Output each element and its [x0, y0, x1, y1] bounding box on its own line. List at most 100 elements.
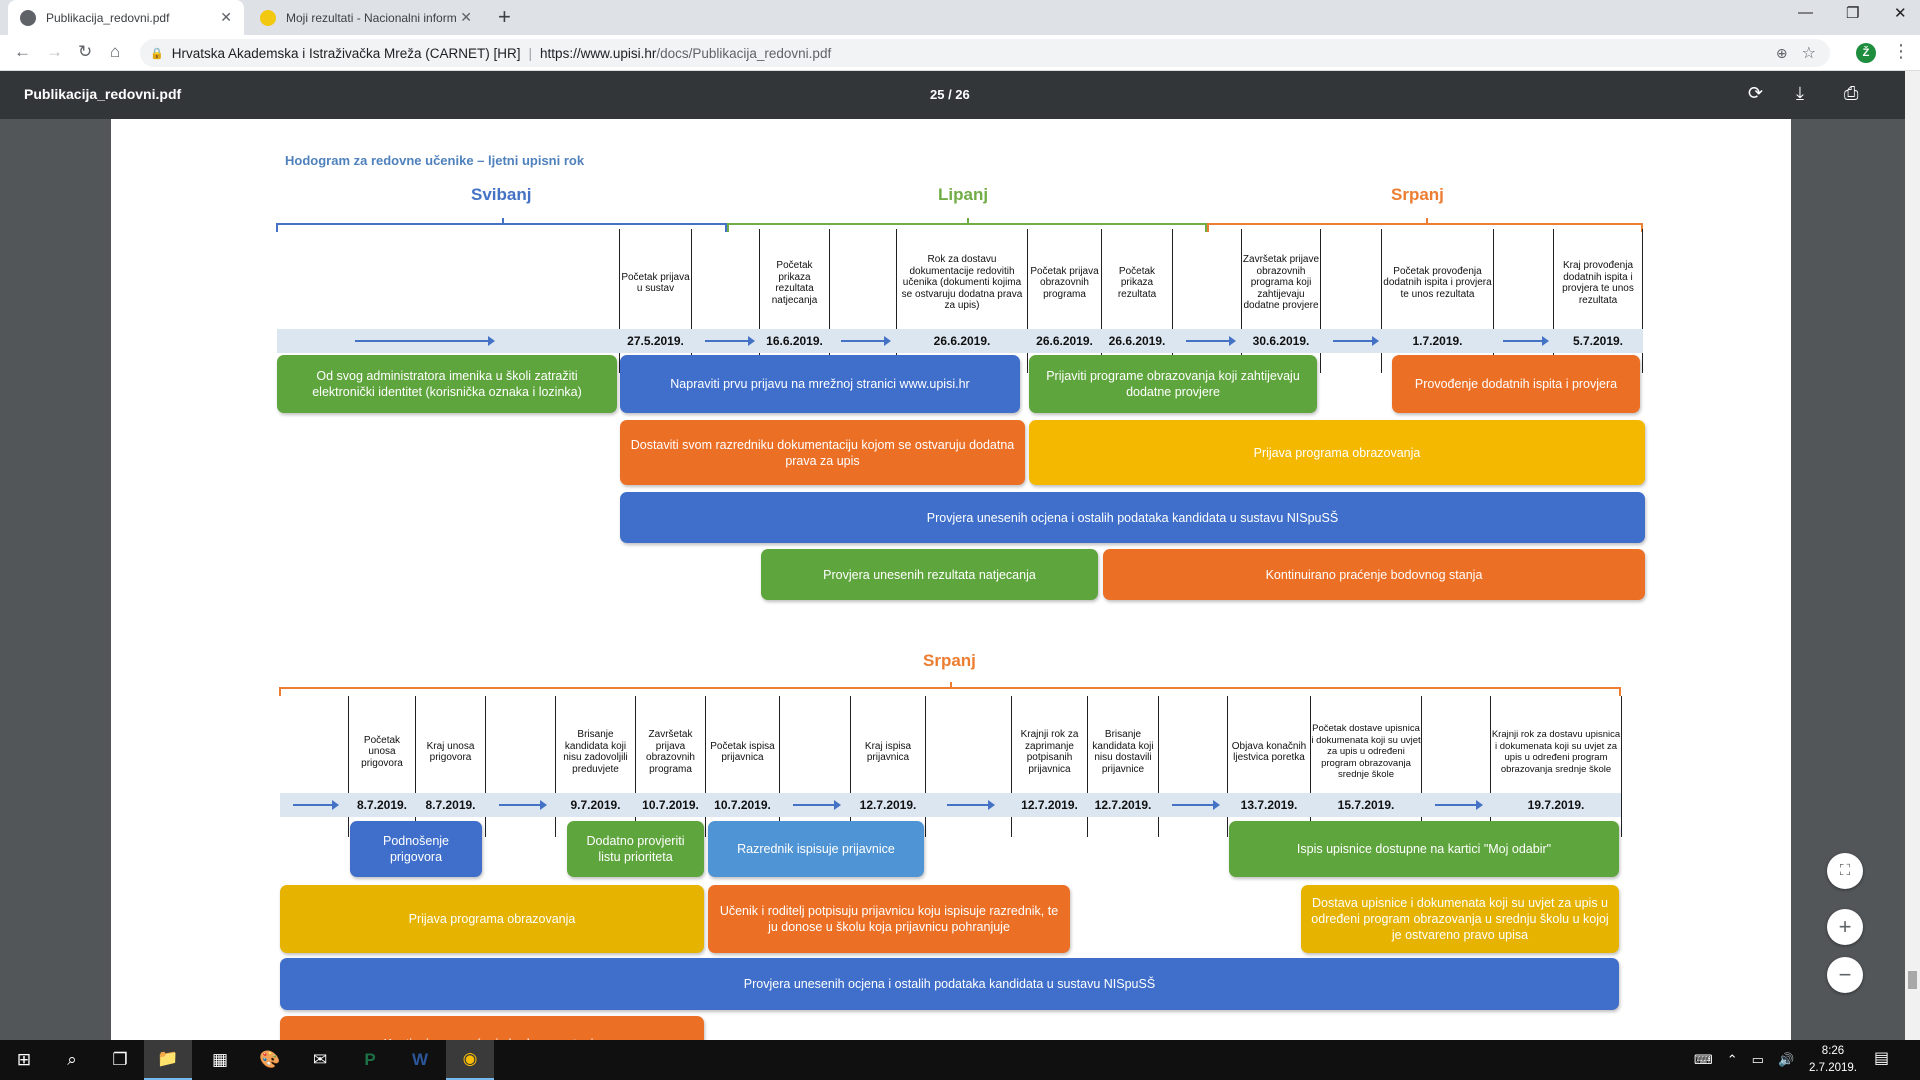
- timeline-arrow: [1503, 336, 1549, 346]
- timeline-divider: [1011, 696, 1012, 837]
- timeline-divider: [1642, 229, 1643, 373]
- timeline-divider: [691, 229, 692, 373]
- activity-bar: Podnošenje prigovora: [350, 821, 482, 877]
- site-favicon-icon: [260, 9, 276, 26]
- timeline-event: Početak prijava u sustav: [621, 271, 690, 295]
- timeline-divider: [555, 696, 556, 837]
- activity-bar: Prijaviti programe obrazovanja koji zaht…: [1029, 355, 1317, 413]
- timeline-arrow: [793, 800, 841, 810]
- timeline-event: Kraj unosa prigovora: [426, 740, 475, 764]
- event-date: 1.7.2019.: [1412, 334, 1463, 348]
- timeline-divider: [1493, 229, 1494, 373]
- event-date: 19.7.2019.: [1527, 798, 1585, 812]
- timeline-divider: [829, 229, 830, 373]
- timeline-event: Završetak prijave obrazovnih programa ko…: [1242, 254, 1320, 312]
- mail-icon[interactable]: ✉: [312, 1050, 328, 1069]
- timeline-event: Početak unosa prigovora: [361, 734, 403, 769]
- timeline-event: Brisanje kandidata koji nisu dostavili p…: [1092, 729, 1154, 775]
- word-icon[interactable]: W: [411, 1050, 429, 1069]
- task-view-icon[interactable]: ❐: [112, 1050, 128, 1069]
- pdf-viewer[interactable]: Hodogram za redovne učenike – ljetni upi…: [0, 119, 1905, 1040]
- reload-button[interactable]: ↻: [78, 42, 93, 61]
- system-tray: ⌨ ⌃ ▭ 🔊: [1694, 1040, 1794, 1080]
- zoom-indicator-icon[interactable]: ⊕: [1775, 44, 1788, 61]
- input-language-icon[interactable]: ⌨: [1694, 1052, 1713, 1067]
- timeline-event: Objava konačnih ljestvica poretka: [1231, 740, 1307, 764]
- timeline-divider: [779, 696, 780, 837]
- tab-title: Publikacija_redovni.pdf: [46, 10, 170, 25]
- timeline-divider: [1621, 696, 1622, 837]
- event-date: 15.7.2019.: [1337, 798, 1395, 812]
- bookmark-star-icon[interactable]: ☆: [1801, 45, 1816, 62]
- site-identity: Hrvatska Akademska i Istraživačka Mreža …: [171, 45, 521, 61]
- notifications-icon[interactable]: ▤: [1874, 1050, 1890, 1067]
- event-date: 16.6.2019.: [766, 334, 823, 348]
- timeline-event: Početak ispisa prijavnica: [710, 740, 775, 764]
- windows-taskbar: ⊞ ⌕ ❐ 📁 ▦ 🎨 ✉ P W ◉ ⌨ ⌃ ▭ 🔊 8:26 2.7.201…: [0, 1040, 1920, 1080]
- zoom-out-button[interactable]: −: [1827, 957, 1863, 993]
- scrollbar-thumb[interactable]: [1908, 971, 1917, 989]
- show-hidden-icons-icon[interactable]: ⌃: [1726, 1052, 1738, 1067]
- minimize-window-button[interactable]: —: [1798, 4, 1813, 21]
- timeline-divider: [1310, 696, 1311, 837]
- volume-icon[interactable]: 🔊: [1777, 1052, 1795, 1067]
- close-window-button[interactable]: ✕: [1894, 5, 1907, 22]
- close-tab-icon[interactable]: ✕: [220, 9, 232, 25]
- activity-bar: Od svog administratora imenika u školi z…: [277, 355, 617, 413]
- profile-avatar[interactable]: Ž: [1856, 43, 1876, 63]
- clock-time: 8:26: [1821, 1045, 1845, 1057]
- browser-tab-strip: Publikacija_redovni.pdf ✕ Moji rezultati…: [0, 0, 1920, 35]
- rotate-icon[interactable]: ⟳: [1748, 83, 1764, 103]
- timeline-arrow: [355, 336, 495, 346]
- download-icon[interactable]: ⤓: [1796, 83, 1804, 103]
- maximize-window-button[interactable]: ❐: [1846, 5, 1860, 22]
- network-icon[interactable]: ▭: [1751, 1052, 1764, 1067]
- event-date: 26.6.2019.: [1108, 334, 1166, 348]
- event-date: 10.7.2019.: [714, 798, 771, 812]
- print-icon[interactable]: ⎙: [1844, 83, 1859, 103]
- start-button[interactable]: ⊞: [16, 1050, 32, 1069]
- address-bar[interactable]: 🔒 Hrvatska Akademska i Istraživačka Mrež…: [140, 39, 1830, 67]
- forward-button[interactable]: →: [46, 42, 63, 61]
- zoom-in-button[interactable]: +: [1827, 909, 1863, 945]
- calculator-icon[interactable]: ▦: [211, 1050, 229, 1069]
- event-date: 8.7.2019.: [356, 798, 408, 812]
- home-button[interactable]: ⌂: [110, 42, 121, 61]
- activity-bar: Provjera unesenih rezultata natjecanja: [761, 549, 1098, 600]
- chrome-icon[interactable]: ◉: [446, 1040, 494, 1080]
- search-icon[interactable]: ⌕: [67, 1050, 77, 1069]
- timeline-divider: [1241, 229, 1242, 373]
- timeline-event: Početak provođenja dodatnih ispita i pro…: [1383, 265, 1492, 300]
- timeline-divider: [485, 696, 486, 837]
- event-date: 10.7.2019.: [642, 798, 699, 812]
- system-clock[interactable]: 8:26 2.7.2019.: [1798, 1043, 1868, 1077]
- tab-moji-rezultati[interactable]: Moji rezultati - Nacionalni inform ✕: [248, 0, 484, 35]
- fit-to-page-button[interactable]: ⛶: [1827, 853, 1863, 889]
- timeline-divider: [348, 696, 349, 837]
- publisher-icon[interactable]: P: [364, 1050, 376, 1069]
- timeline-arrow: [705, 336, 755, 346]
- timeline-divider: [415, 696, 416, 837]
- page-indicator[interactable]: 25 / 26: [930, 87, 970, 102]
- lock-icon[interactable]: 🔒: [150, 47, 164, 60]
- timeline-event: Početak prikaza rezultata: [1117, 265, 1157, 300]
- timeline-divider: [1227, 696, 1228, 837]
- paint-icon[interactable]: 🎨: [259, 1050, 281, 1069]
- tab-title: Moji rezultati - Nacionalni inform: [286, 10, 457, 25]
- month-label-svibanj: Svibanj: [471, 185, 532, 204]
- event-date: 8.7.2019.: [425, 798, 476, 812]
- tab-publikacija[interactable]: Publikacija_redovni.pdf ✕: [8, 0, 244, 35]
- activity-bar: Provođenje dodatnih ispita i provjera: [1392, 355, 1640, 413]
- back-button[interactable]: ←: [14, 42, 31, 61]
- browser-menu-icon[interactable]: ⋮: [1892, 41, 1910, 61]
- activity-bar: Provjera unesenih ocjena i ostalih podat…: [280, 958, 1619, 1010]
- close-tab-icon[interactable]: ✕: [460, 9, 472, 25]
- timeline-divider: [1381, 229, 1382, 373]
- activity-bar: Dostaviti svom razredniku dokumentaciju …: [620, 420, 1025, 485]
- pdf-page: Hodogram za redovne učenike – ljetni upi…: [111, 119, 1791, 1040]
- timeline-event: Kraj ispisa prijavnica: [864, 740, 912, 764]
- new-tab-button[interactable]: +: [498, 4, 511, 29]
- file-explorer-icon[interactable]: 📁: [144, 1040, 192, 1080]
- timeline-arrow: [1186, 336, 1236, 346]
- vertical-scrollbar[interactable]: [1905, 71, 1920, 1040]
